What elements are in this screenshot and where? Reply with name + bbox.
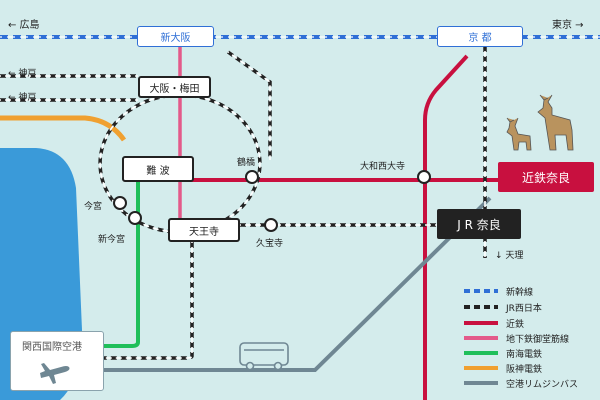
station-yamato-saidaiji-dot [417,170,431,184]
label-kubo-ji: 久宝寺 [256,239,284,249]
label-shin-imamiya: 新今宮 [98,235,126,245]
station-kyoto[interactable]: 京 都 [437,26,523,47]
jr-kyoto [226,50,272,160]
legend-shinkansen: 新幹線 [506,288,534,298]
hanshin-line [0,115,127,142]
direction-hiroshima: ← 広島 [8,20,40,31]
label-yamato-saidaiji: 大和西大寺 [360,162,406,172]
station-jr-nara[interactable]: J R 奈良 [437,209,521,239]
label-kansai-airport: 関西国際空港 [22,342,82,353]
station-shin-osaka[interactable]: 新大阪 [137,26,214,47]
station-shin-imamiya-dot [128,211,142,225]
direction-kobe-2: ← 神戸 [8,93,37,103]
legend-midosuji: 地下鉄御堂筋線 [506,335,570,345]
bus-icon [239,342,289,371]
station-tsuruhashi-dot [245,170,259,184]
deer-icon [506,94,574,151]
label-tsuruhashi: 鶴橋 [237,158,256,168]
station-kubo-ji-dot [264,218,278,232]
legend-bus: 空港リムジンバス [506,380,579,390]
station-kintetsu-nara[interactable]: 近鉄奈良 [498,162,594,192]
airplane-icon [40,363,70,384]
station-namba[interactable]: 難 波 [122,156,194,182]
station-imamiya-dot [113,196,127,210]
legend-jr-west: JR西日本 [506,304,542,314]
direction-tenri: ↓ 天理 [495,251,524,261]
direction-kobe-1: ← 神戸 [8,69,37,79]
kintetsu-kyoto [423,54,469,400]
station-kansai-airport[interactable]: 関西国際空港 [10,331,104,391]
nankai-line [100,170,140,348]
direction-tokyo: 東京 → [552,20,584,31]
legend-kintetsu: 近鉄 [506,320,525,330]
station-tennoji[interactable]: 天王寺 [168,218,240,242]
bus-line [104,196,492,372]
legend-hanshin: 阪神電鉄 [506,365,543,375]
label-imamiya: 今宮 [84,202,103,212]
legend-nankai: 南海電鉄 [506,350,543,360]
legend-swatches [464,289,498,385]
jr-airport [104,232,194,360]
station-umeda[interactable]: 大阪・梅田 [138,76,211,98]
